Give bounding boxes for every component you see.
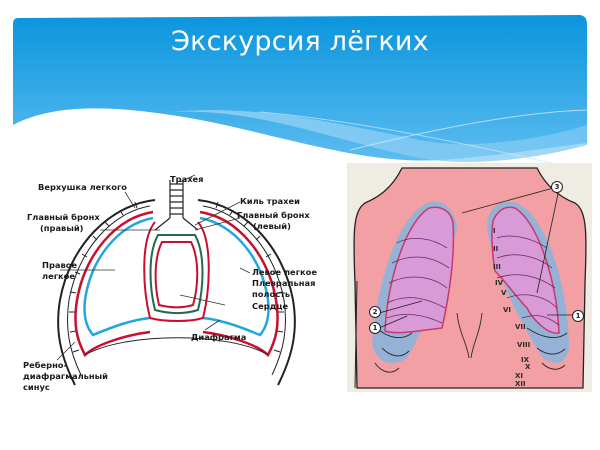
rib-label-6: VI	[503, 306, 512, 314]
label-diaphragm: Диафрагма	[191, 332, 247, 342]
rib-label-7: VII	[515, 323, 526, 331]
label-right-lung-line1: Правое	[42, 260, 78, 270]
rib-label-3: III	[493, 263, 501, 271]
banner-wave-graphic	[13, 15, 588, 166]
rib-label-11: XI	[515, 372, 524, 380]
title-banner: Экскурсия лёгких	[0, 0, 600, 170]
lung-anatomy-illustration	[56, 174, 296, 386]
label-trachea: Трахея	[170, 174, 204, 184]
rib-label-5: V	[501, 289, 507, 297]
rib-label-1: I	[493, 227, 496, 235]
rib-label-4: IV	[495, 279, 504, 287]
callout-3: 3	[551, 181, 563, 193]
callout-1-left: 1	[369, 322, 381, 334]
slide-title: Экскурсия лёгких	[171, 26, 429, 57]
label-sinus-line1: Реберно-	[23, 360, 67, 370]
lung-anatomy-diagram: Верхушка легкого Трахея Киль трахеи Глав…	[15, 160, 345, 400]
label-right-lung-line2: легкое	[42, 271, 75, 281]
label-sinus-line3: синус	[23, 382, 50, 392]
rib-label-9: IX	[521, 356, 530, 364]
rib-label-8: VIII	[517, 341, 531, 349]
label-main-bronchus-left-line2: (левый)	[253, 221, 291, 231]
label-heart: Сердце	[252, 301, 289, 311]
label-carina: Киль трахеи	[240, 196, 300, 206]
rib-label-2: II	[493, 245, 499, 253]
label-pleural-cavity-line1: Плевральная	[252, 278, 316, 288]
torso-lungs-illustration	[353, 167, 587, 389]
label-main-bronchus-left-line1: Главный бронх	[237, 210, 310, 220]
callout-2: 2	[369, 306, 381, 318]
callout-1-right: 1	[572, 310, 584, 322]
label-pleural-cavity-line2: полость	[252, 289, 291, 299]
label-left-lung: Левое легкое	[252, 267, 317, 277]
label-main-bronchus-right-line2: (правый)	[40, 223, 84, 233]
label-sinus-line2: диафрагмальный	[23, 371, 108, 381]
rib-label-12: XII	[515, 380, 526, 388]
lung-excursion-torso-diagram: 3 2 1 1 I II III IV V VI VII VIII IX X X…	[347, 163, 592, 392]
rib-label-10: X	[525, 363, 531, 371]
label-main-bronchus-right-line1: Главный бронх	[27, 212, 100, 222]
label-lung-apex: Верхушка легкого	[38, 182, 127, 192]
